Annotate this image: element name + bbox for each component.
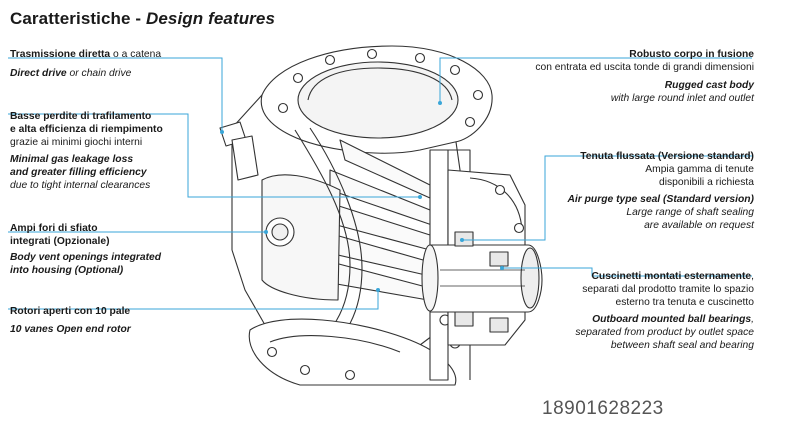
callout-line-direct-drive [8,57,223,132]
callout-line-bearing [502,267,752,277]
label-cast-body: Robusto corpo in fusione con entrata ed … [535,49,754,104]
callout-line-rotor [8,290,379,310]
label-rotor: Rotori aperti con 10 pale 10 vanes Open … [10,306,131,335]
label-leakage: Basse perdite di trafilamento e alta eff… [10,111,163,191]
callout-line-cast-body [439,57,752,103]
callout-line-leakage [8,113,420,198]
output-shaft [429,244,543,313]
phone-number: 18901628223 [542,398,664,419]
label-vent: Ampi fori di sfiato integrati (Opzionale… [10,223,162,276]
ball-bearing [489,251,509,267]
inlet-opening [297,61,459,139]
page-title: Caratteristiche - Design features [10,9,276,28]
callout-line-seal [462,155,752,241]
label-direct-drive: Trasmissione diretta o a catena Direct d… [10,49,162,79]
shaft-seal [454,231,474,247]
label-bearing: Cuscinetti montati esternamente, separat… [575,271,754,351]
label-seal: Tenuta flussata (Versione standard) Ampi… [567,151,754,231]
